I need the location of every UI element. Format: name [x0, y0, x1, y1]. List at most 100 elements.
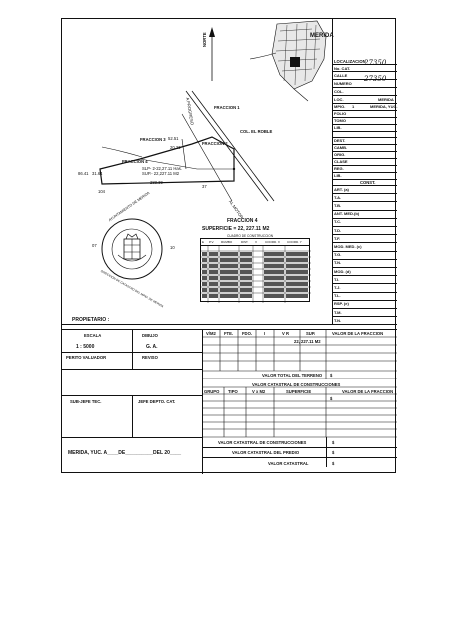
fraction-superficie: SUPERFICIE = 22, 227.11 M2	[202, 226, 270, 232]
terreno-sup-value: 22, 227.11 M2	[294, 339, 321, 344]
municipal-seal	[101, 218, 163, 280]
sidebar-tomo: TOMO	[334, 118, 346, 123]
dibujo-label: DIBUJO	[142, 333, 158, 338]
sidebar-const-rule	[332, 258, 397, 260]
sidebar-const-item: ART. (a)	[334, 186, 349, 192]
sidebar-const-rule	[332, 234, 397, 236]
escala-label: ESCALA	[84, 333, 102, 338]
sidebar-const-rule	[332, 299, 397, 301]
construcciones-header-grupo: GRUPO	[204, 389, 220, 394]
map-label-merida: MERIDA	[310, 33, 334, 39]
fraction-header-y: COORD. Y	[287, 240, 302, 244]
construcciones-header-tipo: TIPO	[228, 389, 238, 394]
map-dim-top: 52.51	[168, 136, 179, 141]
sidebar-const-item: T.N.	[334, 260, 342, 266]
sidebar-const-rule	[332, 308, 397, 309]
map-label-fraccion-1: FRACCION 1	[214, 105, 240, 110]
seal-left-num: 07	[92, 243, 97, 248]
sidebar-camb: CAMB.	[334, 145, 348, 150]
fraction-header-e: E	[202, 240, 205, 244]
sidebar-divider	[332, 19, 333, 324]
sidebar-const-item: T.I.	[334, 276, 340, 282]
jefe-label: JEFE DEPTO. CAT.	[138, 399, 176, 404]
terreno-header-fte: FTE.	[224, 331, 234, 336]
sidebar-const-item: T.J.	[334, 284, 341, 290]
terreno-header-vm2: V/M2	[206, 331, 216, 336]
sidebar: LOCALIZACION No. CAT. 27350 CALLE NUMERO…	[332, 19, 398, 326]
fecha-line: MERIDA, YUC. A____DE__________DEL 20____	[68, 450, 182, 456]
construcciones-header-valor: VALOR DE LA FRACCION	[342, 389, 394, 394]
fraction-subtitle: CUADRO DE CONSTRUCCION	[227, 234, 274, 238]
sidebar-mpio-label: MPIO.	[334, 104, 346, 109]
sidebar-clase: CLASE	[334, 159, 348, 164]
fraction-header-x: COORD. X	[265, 240, 280, 244]
escala-value: 1 : 5000	[76, 344, 95, 350]
fraction-coordinate-table: E P.V. RUMBO DIST. V COORD. X COORD. Y	[200, 238, 311, 303]
terreno-header-valor: VALOR DE LA FRACCION	[332, 331, 384, 336]
sidebar-dest: DEST.	[334, 138, 346, 143]
sidebar-const-item: T.C.	[334, 219, 342, 225]
sidebar-const-rule	[332, 267, 397, 268]
dibujo-value: G. A.	[146, 344, 158, 350]
sidebar-const-item: MOD. (d)	[334, 268, 351, 274]
sidebar-const-item: T.L.	[334, 293, 341, 299]
sidebar-reg: REG.	[334, 166, 344, 171]
terreno-header-fdo: FDO.	[242, 331, 253, 336]
construcciones-title: VALOR CATASTRAL DE CONSTRUCCIONES	[252, 382, 341, 387]
map-dim-left: 86.41	[78, 171, 89, 176]
parcel-map	[99, 20, 327, 202]
sidebar-localizacion: LOCALIZACION	[334, 59, 366, 64]
seal-right-num: 10	[170, 245, 175, 250]
terreno-header-i: I	[264, 331, 266, 336]
construcciones-dollar: $	[330, 396, 333, 401]
sidebar-const-rule	[332, 275, 397, 277]
sidebar-const-rule	[332, 201, 397, 203]
construcciones-header-superficie: SUPERFICIE	[286, 389, 312, 394]
sidebar-loc-label: LOC.	[334, 97, 344, 102]
location-inset	[249, 20, 327, 102]
map-label-fraccion-3: FRACCION 3	[140, 137, 166, 142]
fraction-header-pv: P.V.	[209, 240, 215, 244]
total-predio-label: VALOR CATASTRAL DEL PREDIO	[232, 450, 300, 455]
terreno-grid	[202, 329, 397, 379]
sidebar-const-item: T.M.	[334, 309, 342, 315]
total-catastral-dollar: $	[332, 461, 335, 466]
fraction-title: FRACCION 4	[227, 218, 258, 224]
map-label-sup: SUP.- 22,227.11 M2	[142, 171, 180, 176]
north-arrow	[209, 27, 215, 81]
sidebar-col: COL.	[334, 89, 344, 94]
terreno-header-sup: SUP.	[306, 331, 316, 336]
map-node-37: 37	[202, 184, 207, 189]
propietario-label: PROPIETARIO :	[72, 317, 110, 323]
map-label-norte: NORTE	[202, 32, 207, 47]
sidebar-const-item: ANT. MED.(b)	[334, 211, 360, 217]
sidebar-no-cat-label: No. CAT.	[334, 66, 351, 71]
sidebar-const-rule	[332, 283, 397, 285]
sidebar-mpio-value: MERIDA, YUC.	[370, 104, 398, 109]
fraction-header-dist: DIST.	[241, 240, 249, 244]
sidebar-numero-label: NUMERO	[334, 81, 352, 86]
sidebar-const-item: T.N.	[334, 317, 342, 323]
sidebar-no-cat-value: 27350	[364, 59, 387, 67]
sidebar-const-rule	[332, 250, 397, 252]
map-dim-bottom: 283.39	[150, 180, 163, 185]
sidebar-const-item: T.F.	[334, 235, 341, 241]
sidebar-const-rule	[332, 193, 397, 195]
fraction-table-rows	[201, 245, 311, 303]
map-dim-left2: 31.64	[92, 171, 103, 176]
terreno-table: V/M2 FTE. FDO. I V R SUP. VALOR DE LA FR…	[202, 329, 397, 389]
sidebar-const-rule	[332, 226, 397, 227]
map-dim-mid: 20.23	[170, 145, 181, 150]
roads	[101, 90, 275, 202]
map-label-slp: SLP- 2-22,27.11 Has.	[142, 166, 182, 171]
map-label-fraccion-4: FRACCION 4	[122, 159, 148, 164]
terreno-total-label: VALOR TOTAL DEL TERRENO	[262, 373, 323, 378]
parcel-fraccion-4	[99, 136, 235, 185]
sidebar-const-rule	[332, 291, 397, 293]
construcciones-table: VALOR CATASTRAL DE CONSTRUCCIONES GRUPO …	[202, 381, 397, 441]
sidebar-const-item: T.A.	[334, 194, 342, 200]
construcciones-grid	[202, 386, 397, 438]
sidebar-calle: CALLE	[334, 73, 348, 78]
fraction-header-rumbo: RUMBO	[221, 240, 233, 244]
terreno-header-vr: V R	[282, 331, 289, 336]
